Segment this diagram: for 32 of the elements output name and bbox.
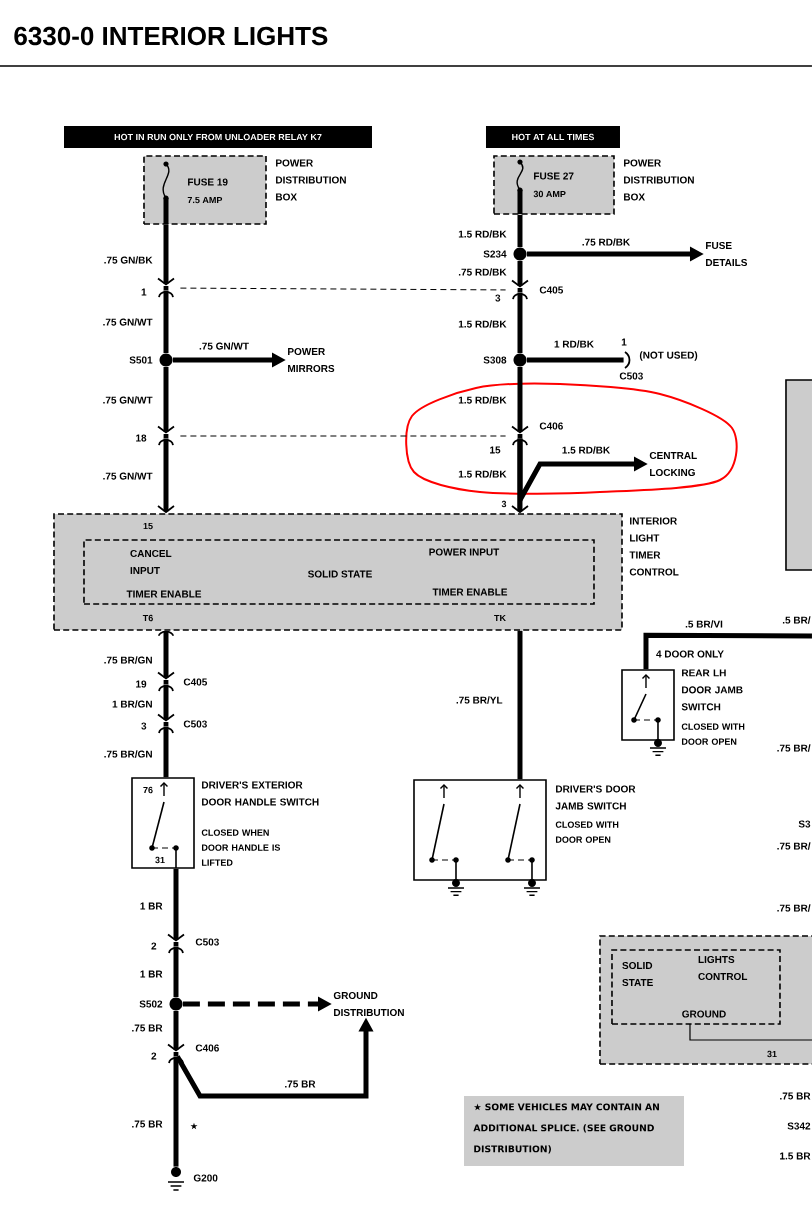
connector-link — [179, 287, 507, 291]
connector-symbol — [168, 1052, 184, 1064]
wire — [526, 357, 624, 363]
wire — [167, 1010, 185, 1052]
wire — [163, 726, 169, 778]
wire — [517, 292, 523, 354]
wire — [173, 946, 179, 998]
connector-link — [179, 435, 507, 437]
wire — [511, 366, 529, 434]
wire — [157, 438, 175, 514]
connector-symbol — [158, 286, 174, 298]
wire — [157, 224, 175, 286]
connector-symbol — [512, 434, 528, 446]
ground-symbol — [167, 1167, 185, 1191]
wire — [173, 1056, 179, 1167]
wire — [157, 630, 175, 680]
connector-symbol — [158, 722, 174, 734]
wire — [643, 632, 812, 670]
connector-symbol — [158, 680, 174, 692]
wire — [157, 366, 175, 434]
connector-symbol — [512, 288, 528, 300]
connector-symbol — [624, 351, 631, 369]
wire — [511, 260, 529, 288]
connector-symbol — [168, 942, 184, 954]
title: 6330-0 INTERIOR LIGHTS — [14, 26, 328, 46]
connector-symbol — [158, 434, 174, 446]
wire — [517, 214, 523, 248]
wire — [157, 684, 175, 722]
wire — [163, 290, 169, 354]
wire — [517, 630, 523, 780]
component-box — [785, 379, 812, 571]
wire — [167, 868, 185, 942]
